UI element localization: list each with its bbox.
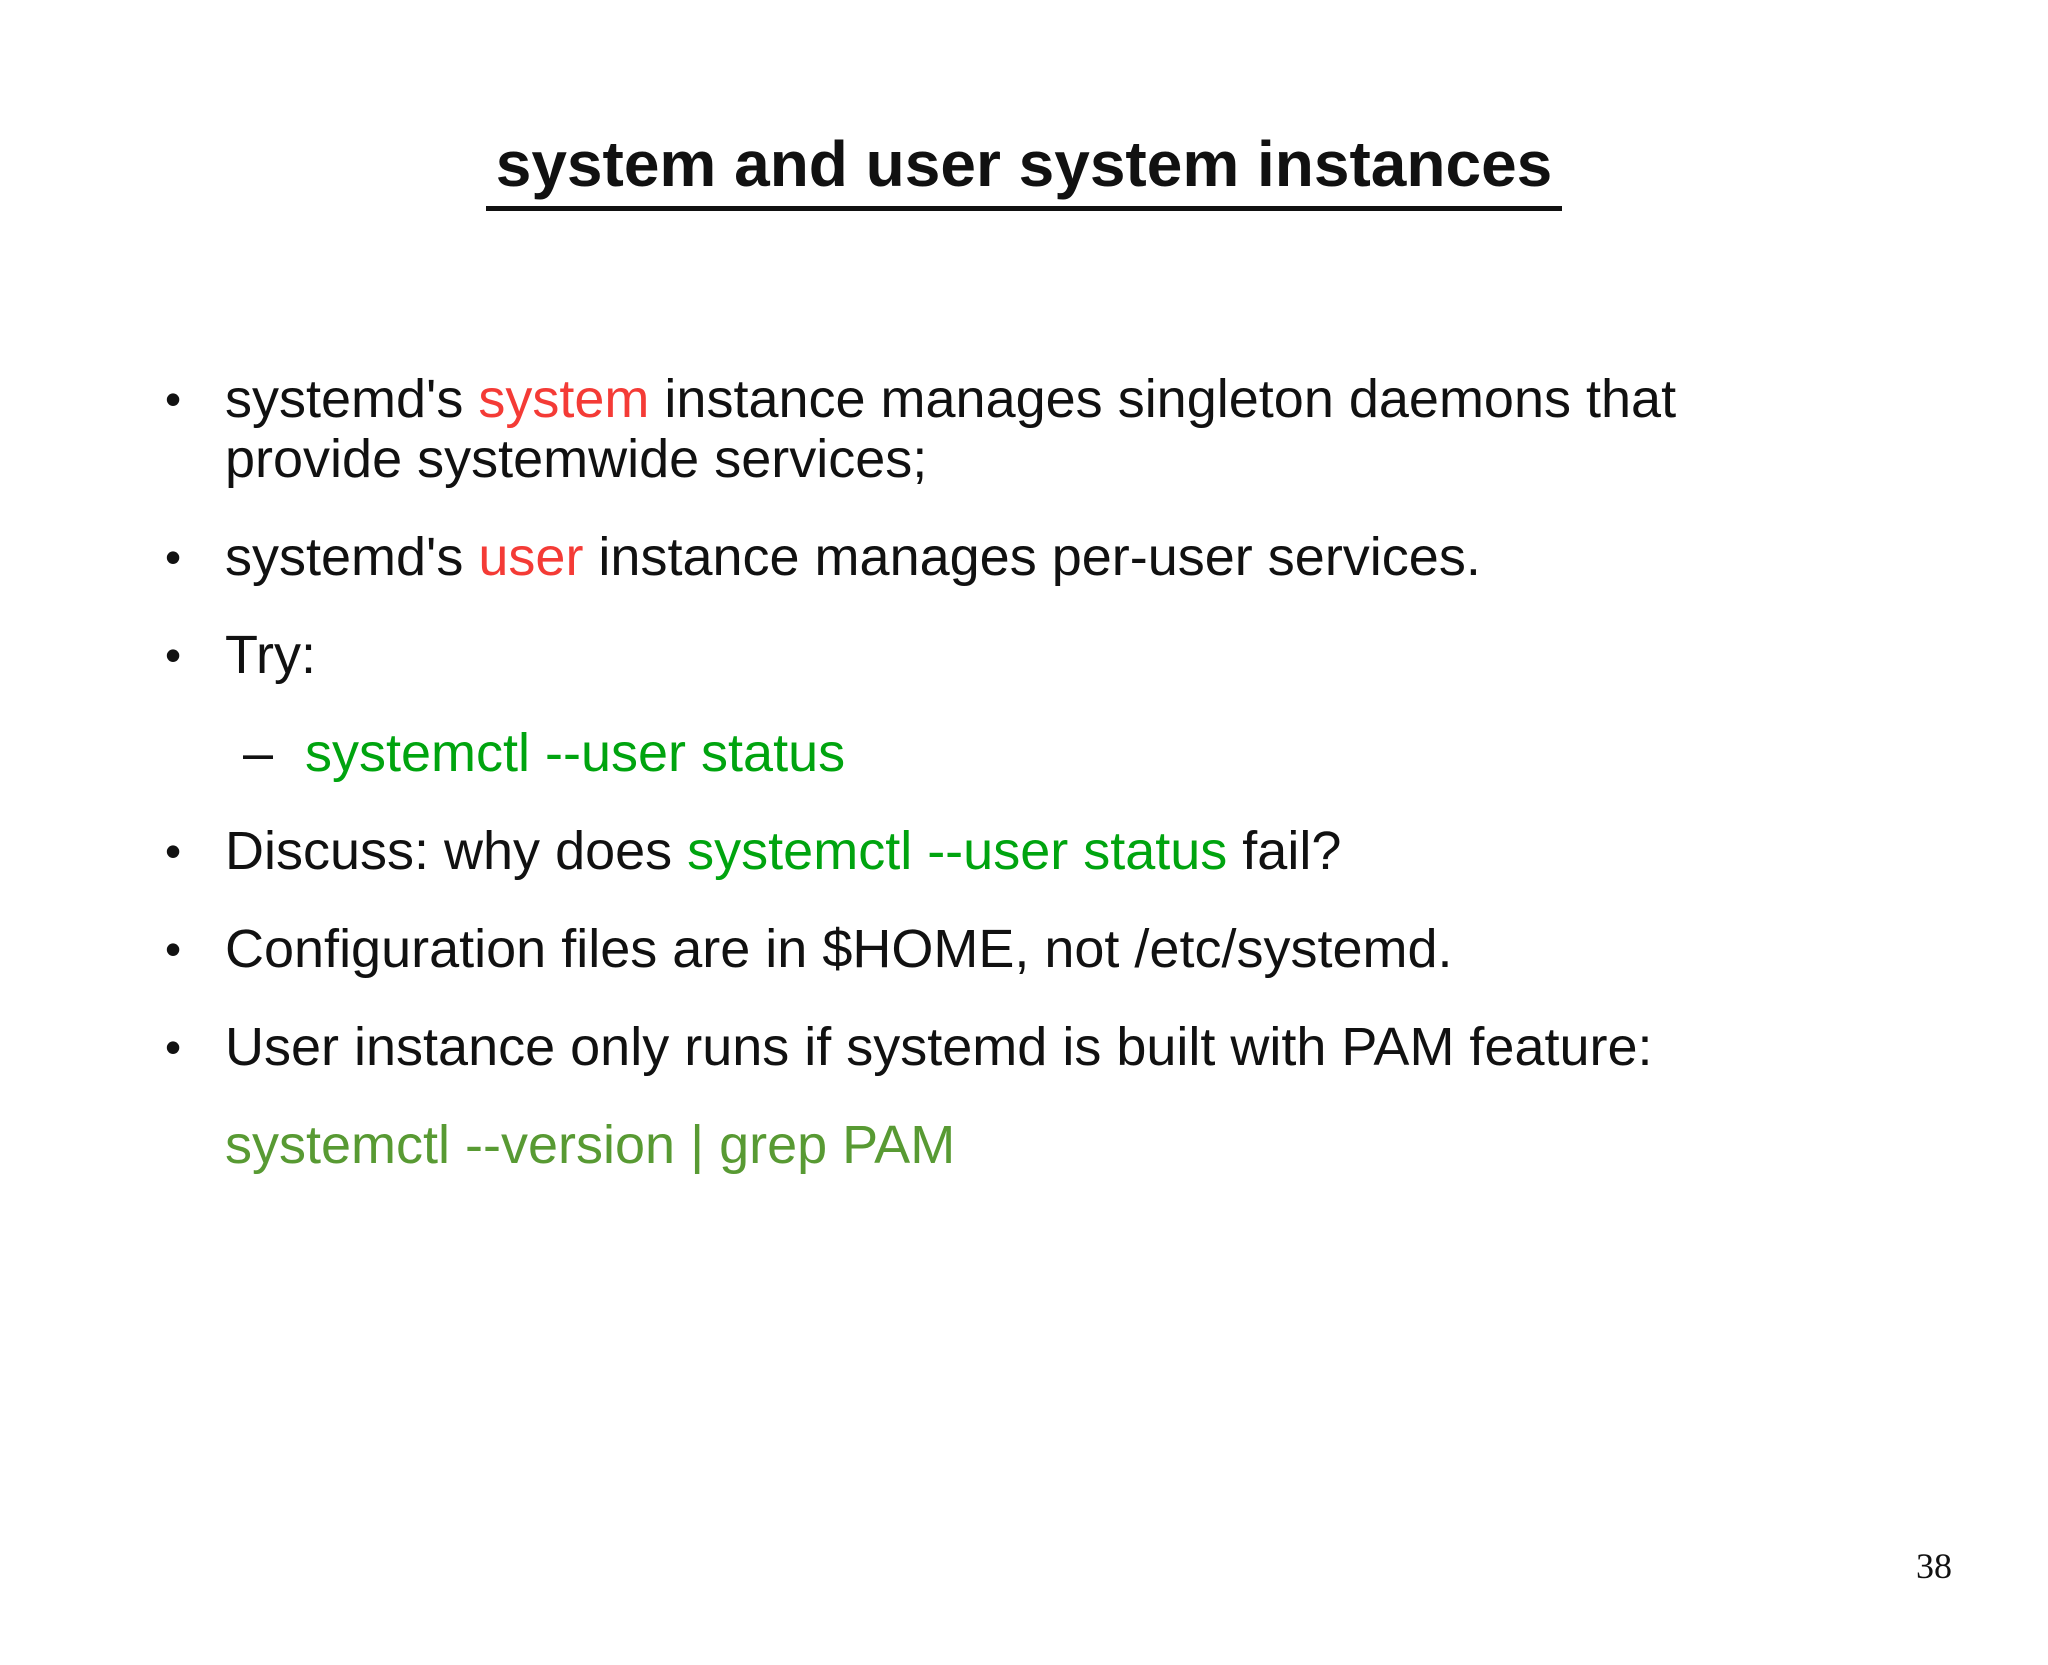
bullet-item: • Try: (0, 625, 2048, 685)
text-segment-green: systemctl --user status (687, 820, 1228, 881)
bullet-marker: • (165, 628, 182, 681)
text-segment-text: systemd's (225, 368, 479, 429)
bullet-marker: • (165, 922, 182, 975)
text-segment-green: systemctl --user status (305, 722, 846, 783)
text-segment-text: User instance only runs if systemd is bu… (225, 1016, 1653, 1077)
text-segment-text: instance manages singleton daemons that … (225, 368, 1677, 489)
bullet-item: • Configuration files are in $HOME, not /… (0, 919, 2048, 979)
page-number: 38 (1916, 1546, 1952, 1586)
bullet-item: • Discuss: why does systemctl --user stat… (0, 821, 2048, 881)
text-segment-red: user (478, 526, 584, 587)
bullet-text: systemctl --version | grep PAM (225, 1115, 955, 1175)
bullet-text: Discuss: why does systemctl --user statu… (225, 821, 1341, 881)
text-segment-red: system (478, 368, 650, 429)
sub-bullet-item: –systemctl --user status (0, 723, 2048, 783)
no-marker (165, 1115, 225, 1175)
text-segment-text: fail? (1227, 820, 1342, 881)
bullet-text: systemd's system instance manages single… (225, 369, 1676, 489)
dash-marker: – (243, 722, 274, 783)
bullet-text: User instance only runs if systemd is bu… (225, 1017, 1653, 1077)
code-line: systemctl --version | grep PAM (0, 1115, 2048, 1175)
bullet-item: • systemd's user instance manages per-use… (0, 527, 2048, 587)
page-title: system and user system instances (0, 128, 2048, 211)
bullet-item: • User instance only runs if systemd is b… (0, 1017, 2048, 1077)
bullet-marker: • (165, 372, 182, 425)
slide: system and user system instances • system… (0, 128, 2048, 1665)
bullet-item: • systemd's system instance manages singl… (0, 369, 2048, 489)
text-segment-text: instance manages per-user services. (583, 526, 1481, 587)
bullet-marker: • (165, 824, 182, 877)
bullet-text: systemctl --user status (305, 723, 845, 783)
text-segment-text: Try: (225, 624, 316, 685)
text-segment-text: Configuration files are in $HOME, not /e… (225, 918, 1453, 979)
bullet-marker: • (165, 1020, 182, 1073)
bullet-text: Configuration files are in $HOME, not /e… (225, 919, 1453, 979)
bullet-marker: • (165, 530, 182, 583)
bullet-text: systemd's user instance manages per-user… (225, 527, 1481, 587)
text-segment-olive: systemctl --version | grep PAM (225, 1114, 956, 1175)
text-segment-text: systemd's (225, 526, 479, 587)
text-segment-text: Discuss: why does (225, 820, 688, 881)
bullet-list: • systemd's system instance manages singl… (0, 369, 2048, 1175)
page-title-text: system and user system instances (485, 128, 1563, 211)
bullet-text: Try: (225, 625, 316, 685)
